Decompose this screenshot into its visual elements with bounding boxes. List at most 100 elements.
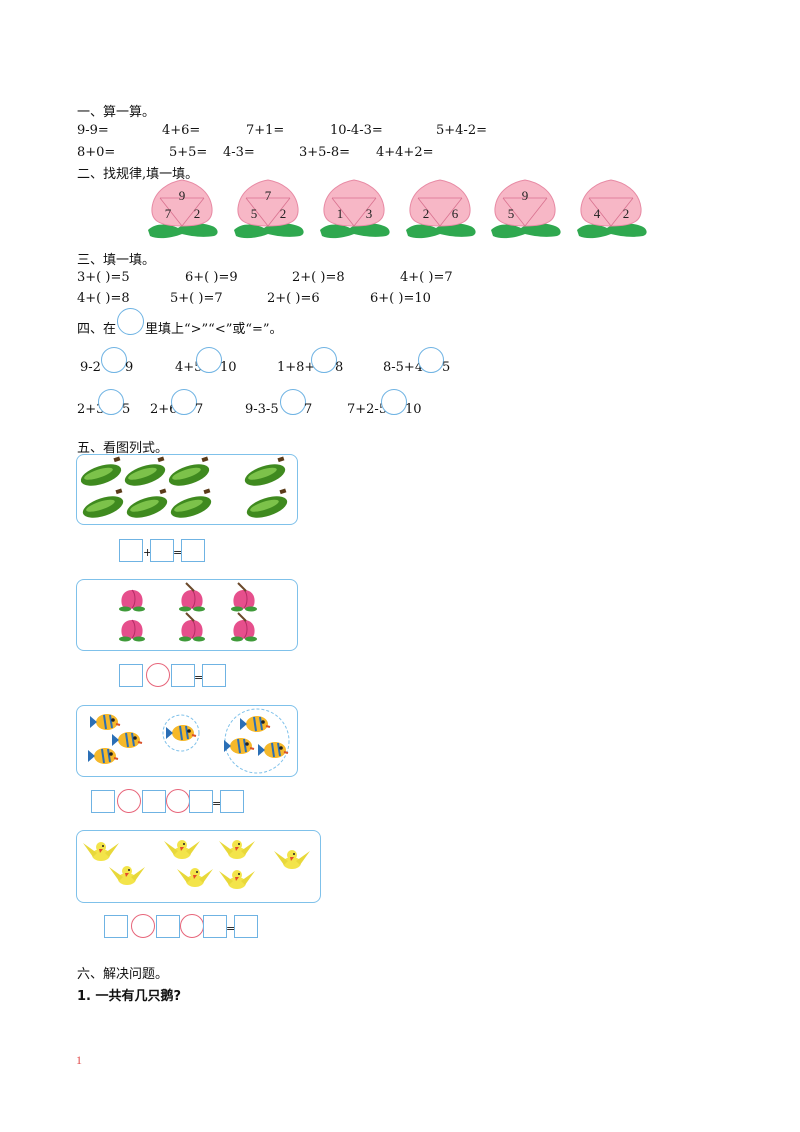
compare-4-right: 5	[442, 360, 451, 375]
compare-8-left: 7+2-5	[347, 402, 388, 417]
compare-4-left: 8-5+4	[383, 360, 424, 375]
problem-1-3: 7+1=	[246, 123, 285, 138]
answer-box-5-3-b[interactable]	[142, 790, 166, 813]
bird-icons	[83, 840, 310, 889]
compare-2-left: 4+5	[175, 360, 203, 375]
peach-6-right-number: 2	[623, 206, 630, 221]
compare-1-right: 9	[125, 360, 134, 375]
peach-1-right-number: 2	[194, 206, 201, 221]
picture-panel-peaches	[76, 579, 298, 651]
peach-3-left-number: 1	[337, 206, 344, 221]
peach-2-right-number: 2	[280, 206, 287, 221]
peach-4-left-number: 2	[423, 206, 430, 221]
equals-sign: =	[173, 546, 183, 559]
picture-panel-zucchini	[76, 454, 298, 525]
fill-2-1: 4+( )=8	[77, 291, 130, 306]
answer-box-5-2-c[interactable]	[202, 664, 226, 687]
peach-icons	[118, 580, 297, 650]
compare-7-right: 7	[304, 402, 313, 417]
fill-1-1: 3+( )=5	[77, 270, 130, 285]
answer-box-5-1-c[interactable]	[181, 539, 205, 562]
fill-1-4: 4+( )=7	[400, 270, 453, 285]
section6-title: 六、解决问题。	[77, 967, 169, 982]
operator-circle-5-3-a[interactable]	[117, 789, 141, 813]
picture-panel-birds	[76, 830, 321, 903]
equals-sign: =	[226, 922, 236, 935]
fish-icons	[87, 708, 290, 774]
peach-2-top-number: 7	[265, 188, 272, 203]
compare-2-right: 10	[220, 360, 237, 375]
problem-1-8: 4-3=	[223, 145, 255, 160]
answer-box-5-3-a[interactable]	[91, 790, 115, 813]
compare-6-circle[interactable]	[171, 389, 197, 415]
compare-5-right: 5	[122, 402, 131, 417]
section1-title: 一、算一算。	[77, 105, 156, 120]
compare-6-right: 7	[195, 402, 204, 417]
answer-box-5-1-a[interactable]	[119, 539, 143, 562]
problem-1-5: 5+4-2=	[436, 123, 487, 138]
compare-3-circle[interactable]	[311, 347, 337, 373]
peach-3-right-number: 3	[366, 206, 373, 221]
problem-1-7: 5+5=	[169, 145, 208, 160]
compare-1-left: 9-2	[80, 360, 101, 375]
fill-2-3: 2+( )=6	[267, 291, 320, 306]
problem-1-4: 10-4-3=	[330, 123, 383, 138]
question-1: 1. 一共有几只鹅?	[77, 989, 182, 1004]
section3-title: 三、填一填。	[77, 253, 156, 268]
problem-1-1: 9-9=	[77, 123, 109, 138]
compare-4-circle[interactable]	[418, 347, 444, 373]
compare-7-left: 9-3-5	[245, 402, 279, 417]
compare-5-left: 2+3	[77, 402, 105, 417]
answer-box-5-4-d[interactable]	[234, 915, 258, 938]
compare-7-circle[interactable]	[280, 389, 306, 415]
operator-circle-5-4-b[interactable]	[180, 914, 204, 938]
answer-box-5-3-d[interactable]	[220, 790, 244, 813]
fill-2-2: 5+( )=7	[170, 291, 223, 306]
compare-8-right: 10	[405, 402, 422, 417]
answer-box-5-2-b[interactable]	[171, 664, 195, 687]
answer-box-5-4-c[interactable]	[203, 915, 227, 938]
answer-box-5-1-b[interactable]	[150, 539, 174, 562]
zucchini-icons	[78, 456, 290, 523]
problem-1-10: 4+4+2=	[376, 145, 434, 160]
peach-5-top-number: 9	[522, 188, 529, 203]
peach-4-right-number: 6	[452, 206, 459, 221]
equals-sign: =	[212, 797, 222, 810]
operator-circle-5-2[interactable]	[146, 663, 170, 687]
compare-3-right: 8	[335, 360, 344, 375]
answer-box-5-3-c[interactable]	[189, 790, 213, 813]
answer-box-5-4-a[interactable]	[104, 915, 128, 938]
operator-circle-5-3-b[interactable]	[166, 789, 190, 813]
peach-2-left-number: 5	[251, 206, 258, 221]
compare-8-circle[interactable]	[381, 389, 407, 415]
compare-6-left: 2+6	[150, 402, 178, 417]
picture-panel-fish	[76, 705, 298, 777]
answer-box-5-4-b[interactable]	[156, 915, 180, 938]
problem-1-9: 3+5-8=	[299, 145, 350, 160]
problem-1-6: 8+0=	[77, 145, 116, 160]
answer-box-5-2-a[interactable]	[119, 664, 143, 687]
equals-sign: =	[194, 671, 204, 684]
compare-circle-example	[117, 308, 144, 335]
peach-puzzle-5: 95	[491, 179, 561, 239]
section2-title: 二、找规律,填一填。	[77, 167, 199, 182]
section5-title: 五、看图列式。	[77, 441, 169, 456]
compare-2-circle[interactable]	[196, 347, 222, 373]
peach-1-left-number: 7	[165, 206, 172, 221]
page-number: 1	[76, 1053, 82, 1067]
problem-1-2: 4+6=	[162, 123, 201, 138]
peach-6-left-number: 4	[594, 206, 601, 221]
section4-title-after: 里填上“>”“<”或“=”。	[145, 322, 283, 337]
fill-1-2: 6+( )=9	[185, 270, 238, 285]
peach-puzzle-2: 75 2	[234, 179, 304, 239]
plus-sign: +	[143, 546, 153, 559]
section4-title-before: 四、在	[77, 322, 117, 337]
operator-circle-5-4-a[interactable]	[131, 914, 155, 938]
compare-5-circle[interactable]	[98, 389, 124, 415]
compare-1-circle[interactable]	[101, 347, 127, 373]
fill-2-4: 6+( )=10	[370, 291, 431, 306]
